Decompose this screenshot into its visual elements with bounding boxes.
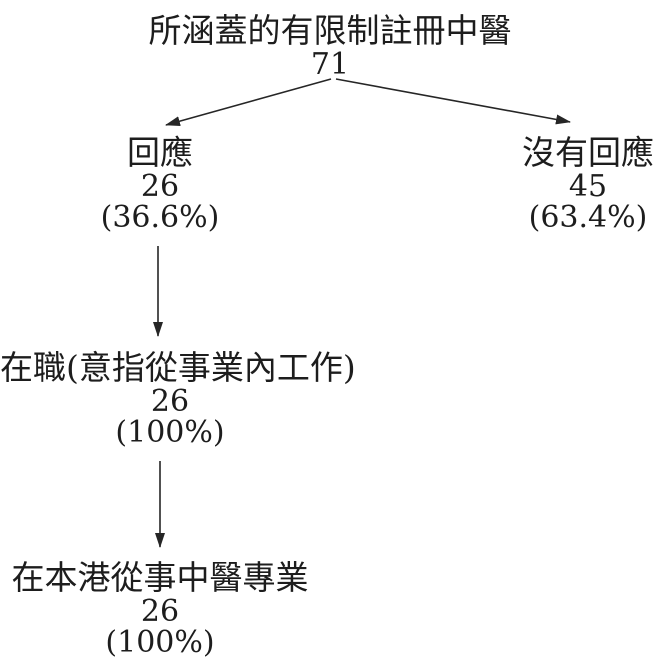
node-total-label: 所涵蓋的有限制註冊中醫 — [148, 11, 512, 50]
node-hk-practice: 在本港從事中醫專業 26 (100%) — [10, 559, 310, 658]
node-responded-label: 回應 — [127, 133, 193, 172]
node-hk-practice-count: 26 — [140, 594, 180, 629]
arrow-total-to-responded-icon — [165, 78, 332, 127]
node-responded-count: 26 — [140, 169, 180, 204]
node-total: 所涵蓋的有限制註冊中醫 71 — [50, 12, 610, 80]
node-hk-practice-label: 在本港從事中醫專業 — [11, 558, 309, 597]
node-hk-practice-percent: (100%) — [105, 625, 215, 660]
node-total-count: 71 — [310, 47, 350, 82]
node-responded: 回應 26 (36.6%) — [40, 134, 280, 233]
node-no-response-percent: (63.4%) — [528, 200, 648, 235]
node-responded-percent: (36.6%) — [100, 200, 220, 235]
node-employed: 在職(意指從事業內工作) 26 (100%) — [0, 348, 356, 450]
node-employed-percent: (100%) — [115, 415, 225, 450]
node-employed-count: 26 — [150, 384, 190, 419]
node-no-response-label: 沒有回應 — [522, 133, 654, 172]
node-no-response: 沒有回應 45 (63.4%) — [458, 134, 664, 233]
node-no-response-count: 45 — [568, 169, 608, 204]
arrow-total-to-no-response-icon — [335, 78, 571, 125]
node-employed-label: 在職(意指從事業內工作) — [0, 348, 356, 387]
